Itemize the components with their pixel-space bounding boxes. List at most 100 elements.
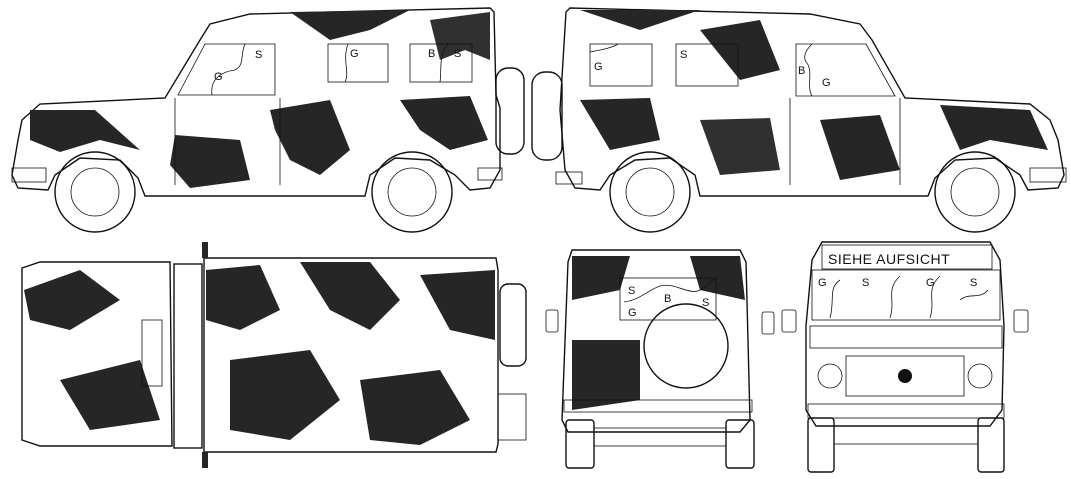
left-body: [11, 7, 501, 197]
front-view: SIEHE AUFSICHT G S G S: [781, 241, 1029, 473]
left-label-g-front: G: [214, 71, 223, 83]
top-roof-camo-2: [300, 262, 400, 330]
rear-label-s-left: S: [628, 285, 635, 297]
front-mirror-right: [1013, 309, 1029, 333]
left-window-camo-line-1: [211, 43, 246, 96]
rear-mirror-right: [761, 311, 775, 335]
right-camo-patch-1: [580, 10, 700, 30]
top-rear-step: [497, 393, 527, 441]
top-spare-wheel: [499, 283, 527, 367]
left-window-camo-line-2: [344, 43, 349, 83]
rear-wheel-right: [725, 419, 755, 469]
front-label-s2: S: [970, 277, 977, 289]
left-window-camo-line-3: [439, 43, 449, 83]
front-headlight-left: [817, 363, 843, 389]
right-front-wheel: [934, 151, 1016, 233]
top-mirror-right: [202, 452, 208, 468]
left-camo-patch-4: [400, 96, 488, 150]
front-wheel-right: [977, 417, 1005, 473]
rear-wheel-left: [565, 419, 595, 469]
front-windshield: [811, 269, 1001, 321]
top-hood-camo-1: [24, 270, 120, 330]
front-headlight-right: [967, 363, 993, 389]
right-rear-window: [589, 43, 653, 87]
front-axle: [833, 425, 979, 445]
top-windshield: [173, 263, 203, 449]
right-spare-wheel: [531, 71, 563, 161]
rear-bumper: [563, 399, 753, 413]
left-camo-patch-1: [290, 10, 410, 40]
rear-camo-2: [690, 256, 745, 300]
top-hood: [21, 261, 173, 447]
left-label-s-rear: S: [454, 48, 461, 60]
front-roof-band: [821, 244, 993, 270]
left-front-wheel: [54, 151, 136, 233]
left-label-s-front: S: [255, 49, 262, 61]
left-windshield-window: [177, 43, 276, 96]
front-windshield-camo-line: [829, 275, 989, 319]
top-roof-camo-4: [230, 350, 340, 440]
front-label-g1: G: [818, 277, 827, 289]
right-label-g-front: G: [822, 77, 831, 89]
rear-label-g-left: G: [628, 307, 637, 319]
right-window-camo-line-2: [804, 43, 813, 97]
front-wheel-left: [807, 417, 835, 473]
left-mid-window: [327, 43, 389, 83]
right-mid-window: [675, 43, 739, 87]
top-hood-vent: [141, 319, 163, 387]
rear-camo-1: [572, 256, 630, 300]
right-door-line: [789, 98, 901, 185]
rear-window: [619, 277, 717, 321]
right-front-bumper: [1029, 167, 1067, 183]
rear-label-s-right: S: [702, 297, 709, 309]
right-rear-wheel: [609, 151, 691, 233]
top-roof-camo-3: [420, 270, 495, 340]
left-label-g-mid: G: [350, 48, 359, 60]
left-door-line: [174, 98, 281, 185]
top-roof-camo-1: [206, 265, 280, 330]
top-mirror-left: [202, 242, 208, 258]
right-rear-bumper: [555, 171, 583, 185]
front-emblem: [898, 369, 912, 383]
top-roof-camo-5: [360, 370, 470, 445]
front-mirror-left: [781, 309, 797, 333]
front-grille: [845, 355, 965, 397]
right-rear-hub: [625, 167, 675, 217]
left-camo-patch-3: [270, 100, 350, 175]
right-label-s-mid: S: [680, 49, 687, 61]
rear-axle: [593, 427, 727, 447]
right-label-b-front: B: [798, 65, 805, 77]
front-label-g2: G: [926, 277, 935, 289]
right-label-g-rear: G: [594, 61, 603, 73]
front-label-s1: S: [862, 277, 869, 289]
right-side-view: G S B G: [531, 7, 1067, 233]
top-view: [21, 242, 527, 468]
right-camo-patch-5: [940, 105, 1048, 150]
left-rear-window: [409, 43, 473, 83]
left-front-bumper: [11, 167, 47, 183]
left-side-view: G S G B S: [11, 7, 525, 233]
top-hood-camo-2: [60, 360, 160, 430]
left-label-b-rear: B: [428, 48, 435, 60]
right-window-camo-line-1: [589, 43, 619, 53]
left-rear-wheel: [371, 151, 453, 233]
right-body: [559, 7, 1065, 197]
rear-label-b-mid: B: [664, 293, 671, 305]
right-windshield-window: [795, 43, 896, 97]
right-camo-patch-4: [820, 115, 900, 180]
left-rear-hub: [387, 167, 437, 217]
rear-mirror-left: [545, 309, 559, 333]
left-front-hub: [70, 167, 120, 217]
left-camo-patch-5: [170, 135, 250, 188]
rear-window-camo-line: [623, 277, 717, 303]
left-camo-patch-2: [30, 110, 140, 152]
left-rear-bumper: [477, 167, 503, 181]
right-camo-patch-3: [580, 98, 660, 150]
front-body: [805, 241, 1005, 427]
right-camo-patch-2: [700, 20, 780, 80]
front-bumper: [807, 403, 1005, 419]
rear-spare-wheel: [643, 303, 729, 389]
front-hood: [809, 325, 1003, 349]
right-front-hub: [950, 167, 1000, 217]
